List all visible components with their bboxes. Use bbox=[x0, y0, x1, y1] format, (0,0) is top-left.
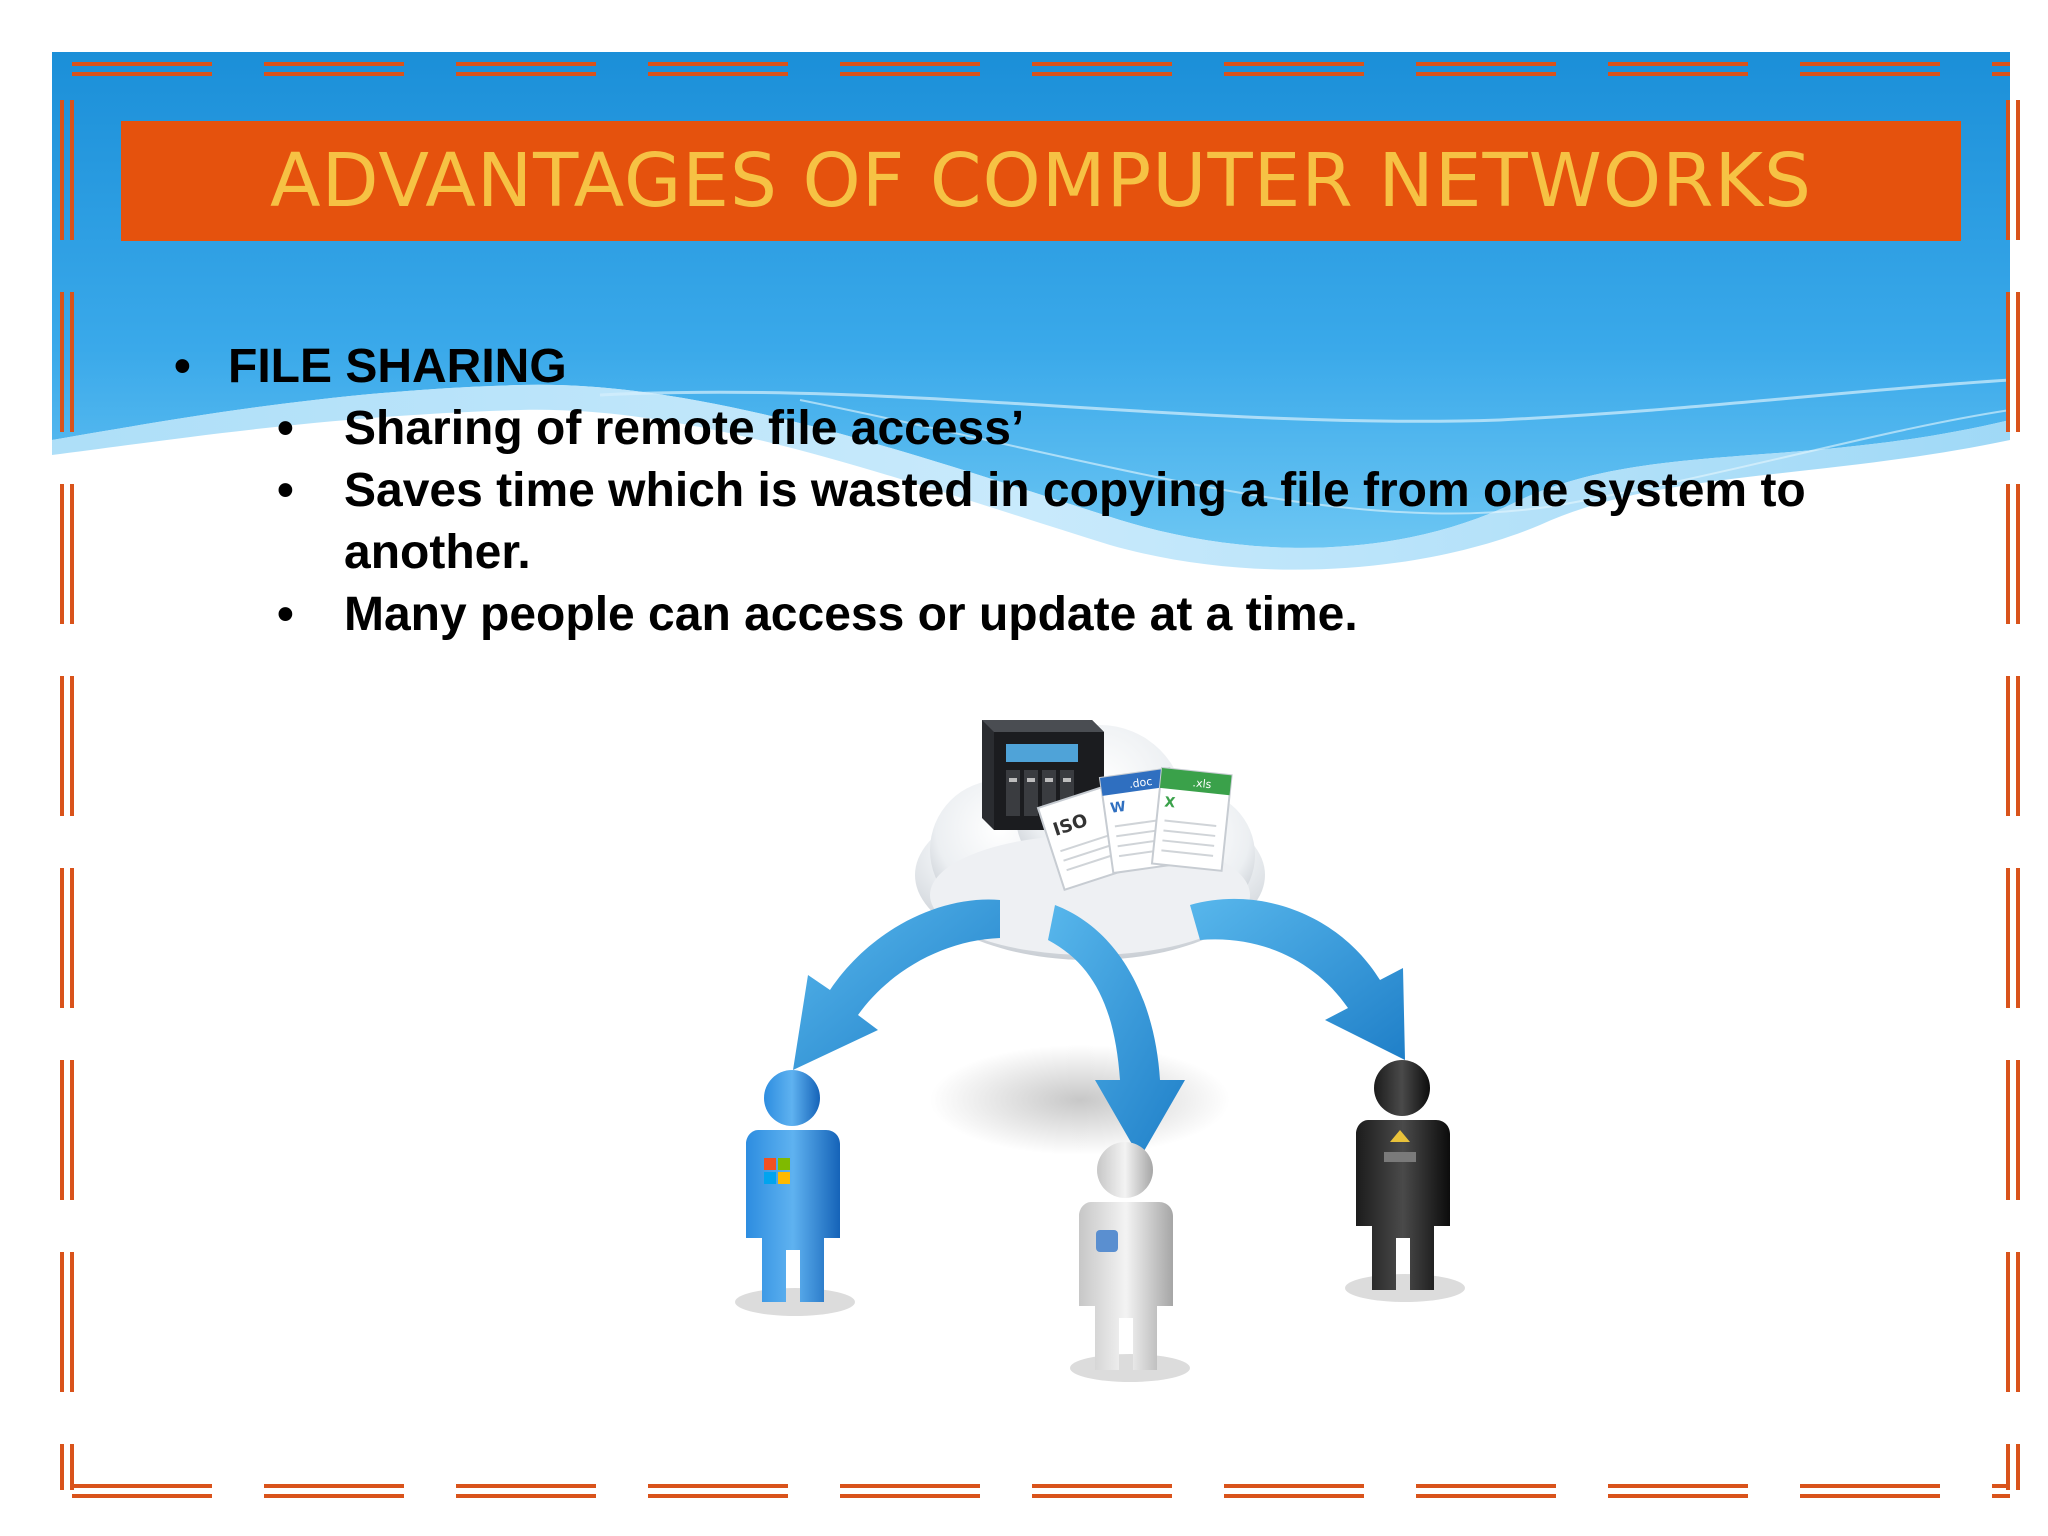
sub-bullet-text: Saves time which is wasted in copying a … bbox=[344, 464, 1806, 579]
mac-user-icon bbox=[1070, 1142, 1190, 1382]
word-glyph: W bbox=[1109, 799, 1127, 817]
bullet-marker: • bbox=[277, 588, 294, 641]
arrow-left-icon bbox=[793, 899, 1000, 1070]
arrow-right-icon bbox=[1190, 898, 1405, 1060]
bullet-marker: • bbox=[277, 464, 294, 517]
excel-glyph: X bbox=[1164, 794, 1177, 811]
title-bar: ADVANTAGES OF COMPUTER NETWORKS bbox=[121, 121, 1961, 241]
xls-label: .xls bbox=[1192, 776, 1212, 791]
slide-title: ADVANTAGES OF COMPUTER NETWORKS bbox=[270, 138, 1812, 224]
sub-bullet-item: • Saves time which is wasted in copying … bbox=[170, 460, 1890, 584]
bullet-marker: • bbox=[277, 402, 294, 455]
xls-file-icon: .xls X bbox=[1150, 766, 1233, 872]
bullet-content: • FILE SHARING • Sharing of remote file … bbox=[170, 336, 1890, 646]
doc-label: .doc bbox=[1128, 775, 1153, 791]
file-sharing-illustration: ISO .doc W .xls X bbox=[735, 720, 1465, 1382]
windows-user-icon bbox=[735, 1070, 855, 1316]
sub-bullet-list: • Sharing of remote file access’ • Saves… bbox=[170, 398, 1890, 646]
bullet-file-sharing: • FILE SHARING bbox=[170, 336, 1890, 398]
arrow-middle-icon bbox=[1048, 905, 1185, 1158]
bullet-text: FILE SHARING bbox=[228, 340, 567, 393]
linux-user-icon bbox=[1345, 1060, 1465, 1302]
sub-bullet-text: Sharing of remote file access’ bbox=[344, 402, 1025, 455]
sub-bullet-text: Many people can access or update at a ti… bbox=[344, 588, 1358, 641]
bullet-marker: • bbox=[174, 340, 191, 393]
sub-bullet-item: • Many people can access or update at a … bbox=[170, 584, 1890, 646]
sub-bullet-item: • Sharing of remote file access’ bbox=[170, 398, 1890, 460]
